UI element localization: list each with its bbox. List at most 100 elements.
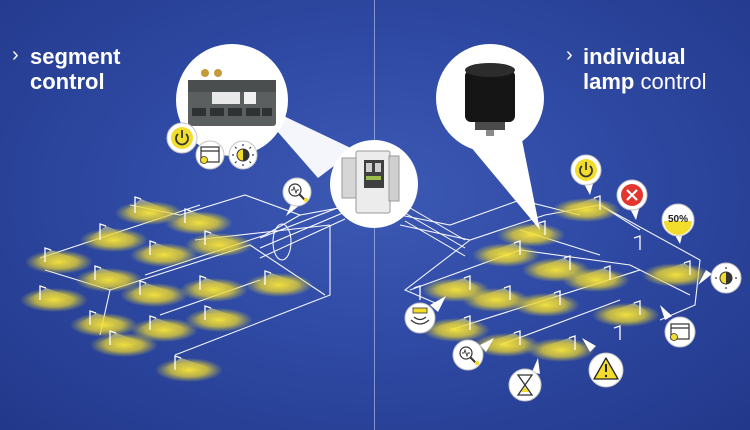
street-lamp <box>527 335 595 362</box>
light-pool <box>130 318 198 342</box>
light-pool <box>512 293 580 317</box>
light-pool <box>165 211 233 235</box>
lamp-pole <box>613 325 621 340</box>
lamp-pole <box>149 315 157 330</box>
lamp-pole <box>513 240 521 255</box>
lamp-pole <box>503 285 511 300</box>
lamp-pole <box>538 220 546 235</box>
dimming-50-icon: 50% <box>661 203 695 244</box>
warning-icon <box>582 338 624 388</box>
street-lamp <box>422 315 490 342</box>
segment-control-title-line2: control <box>30 69 105 94</box>
brightness-icon <box>698 262 742 294</box>
light-pool <box>185 233 253 257</box>
street-lamp <box>20 285 88 312</box>
light-pool <box>472 333 540 357</box>
feeder-cables <box>259 204 466 261</box>
lamp-pole <box>513 330 521 345</box>
light-pool <box>552 198 620 222</box>
light-pool <box>592 303 660 327</box>
light-pool <box>497 223 565 247</box>
lamp-pole <box>109 330 117 345</box>
lamp-pole <box>204 230 212 245</box>
light-pool <box>185 308 253 332</box>
light-pool <box>25 250 93 274</box>
light-pool <box>527 338 595 362</box>
lamp-pole <box>174 355 182 370</box>
lamp-pole <box>139 280 147 295</box>
light-pool <box>70 313 138 337</box>
lamp-control-title-line1: individual <box>583 44 686 69</box>
street-lamp <box>512 290 580 317</box>
street-lamp <box>185 230 253 257</box>
street-lamp <box>472 330 540 357</box>
light-pool <box>155 358 223 382</box>
street-lamp <box>70 310 138 337</box>
lamp-pole <box>603 265 611 280</box>
light-pool <box>245 273 313 297</box>
street-lamp <box>130 315 198 342</box>
street-lamp <box>633 235 641 250</box>
street-lamp <box>90 330 158 357</box>
lamp-pole <box>39 285 47 300</box>
lamp-pole <box>463 315 471 330</box>
lamp-pole <box>94 265 102 280</box>
street-lamp <box>562 265 630 292</box>
lamp-pole <box>413 285 421 300</box>
dimming-percent-label: 50% <box>668 214 688 225</box>
street-lamp <box>180 275 248 302</box>
lamp-pole <box>199 275 207 290</box>
street-lamp <box>613 325 621 340</box>
light-pool <box>115 201 183 225</box>
street-lamp <box>130 240 198 267</box>
light-pool <box>75 268 143 292</box>
lamp-pole <box>683 260 691 275</box>
light-pool <box>422 318 490 342</box>
segment-control-title-line1: segment <box>30 44 121 69</box>
chevron-icon: › <box>566 44 573 66</box>
lamp-pole <box>633 235 641 250</box>
lamp-pole <box>593 195 601 210</box>
light-pool <box>642 263 710 287</box>
lamp-pole <box>264 270 272 285</box>
chevron-icon: › <box>12 44 19 66</box>
street-lamp <box>25 247 93 274</box>
light-pool <box>130 243 198 267</box>
brightness-icon <box>228 140 258 170</box>
calendar-icon <box>660 305 696 348</box>
light-pool <box>90 333 158 357</box>
street-lamp <box>185 305 253 332</box>
light-pool <box>20 288 88 312</box>
lamp-pole <box>99 223 107 240</box>
lamp-pole <box>553 290 561 305</box>
light-pool <box>472 243 540 267</box>
street-lamp <box>642 260 710 287</box>
lamp-pole <box>633 300 641 315</box>
street-lamp <box>120 280 188 307</box>
lamp-control-title-line2: lamp control <box>583 69 707 94</box>
lamp-pole <box>463 275 471 290</box>
street-lamp <box>592 300 660 327</box>
motion-sensor-icon <box>404 296 446 334</box>
light-pool <box>80 228 148 252</box>
calendar-icon <box>195 140 225 170</box>
street-lamp <box>165 208 233 235</box>
sensor-signal-icon <box>452 338 494 371</box>
lamp-pole <box>568 335 576 350</box>
lamp-pole <box>44 247 52 262</box>
street-lamp <box>245 270 313 297</box>
error-icon <box>616 179 648 220</box>
segment-controller-device-bubble <box>176 44 288 156</box>
hourglass-icon <box>508 358 542 402</box>
power-icon <box>166 122 198 154</box>
lamp-pole <box>89 310 97 325</box>
street-lamp <box>472 240 540 267</box>
lamp-pole <box>563 255 571 270</box>
lamp-node-bubble <box>436 44 544 230</box>
light-pool <box>120 283 188 307</box>
street-lamp <box>80 223 148 252</box>
street-lamp <box>497 220 565 247</box>
lamp-pole <box>134 196 142 213</box>
